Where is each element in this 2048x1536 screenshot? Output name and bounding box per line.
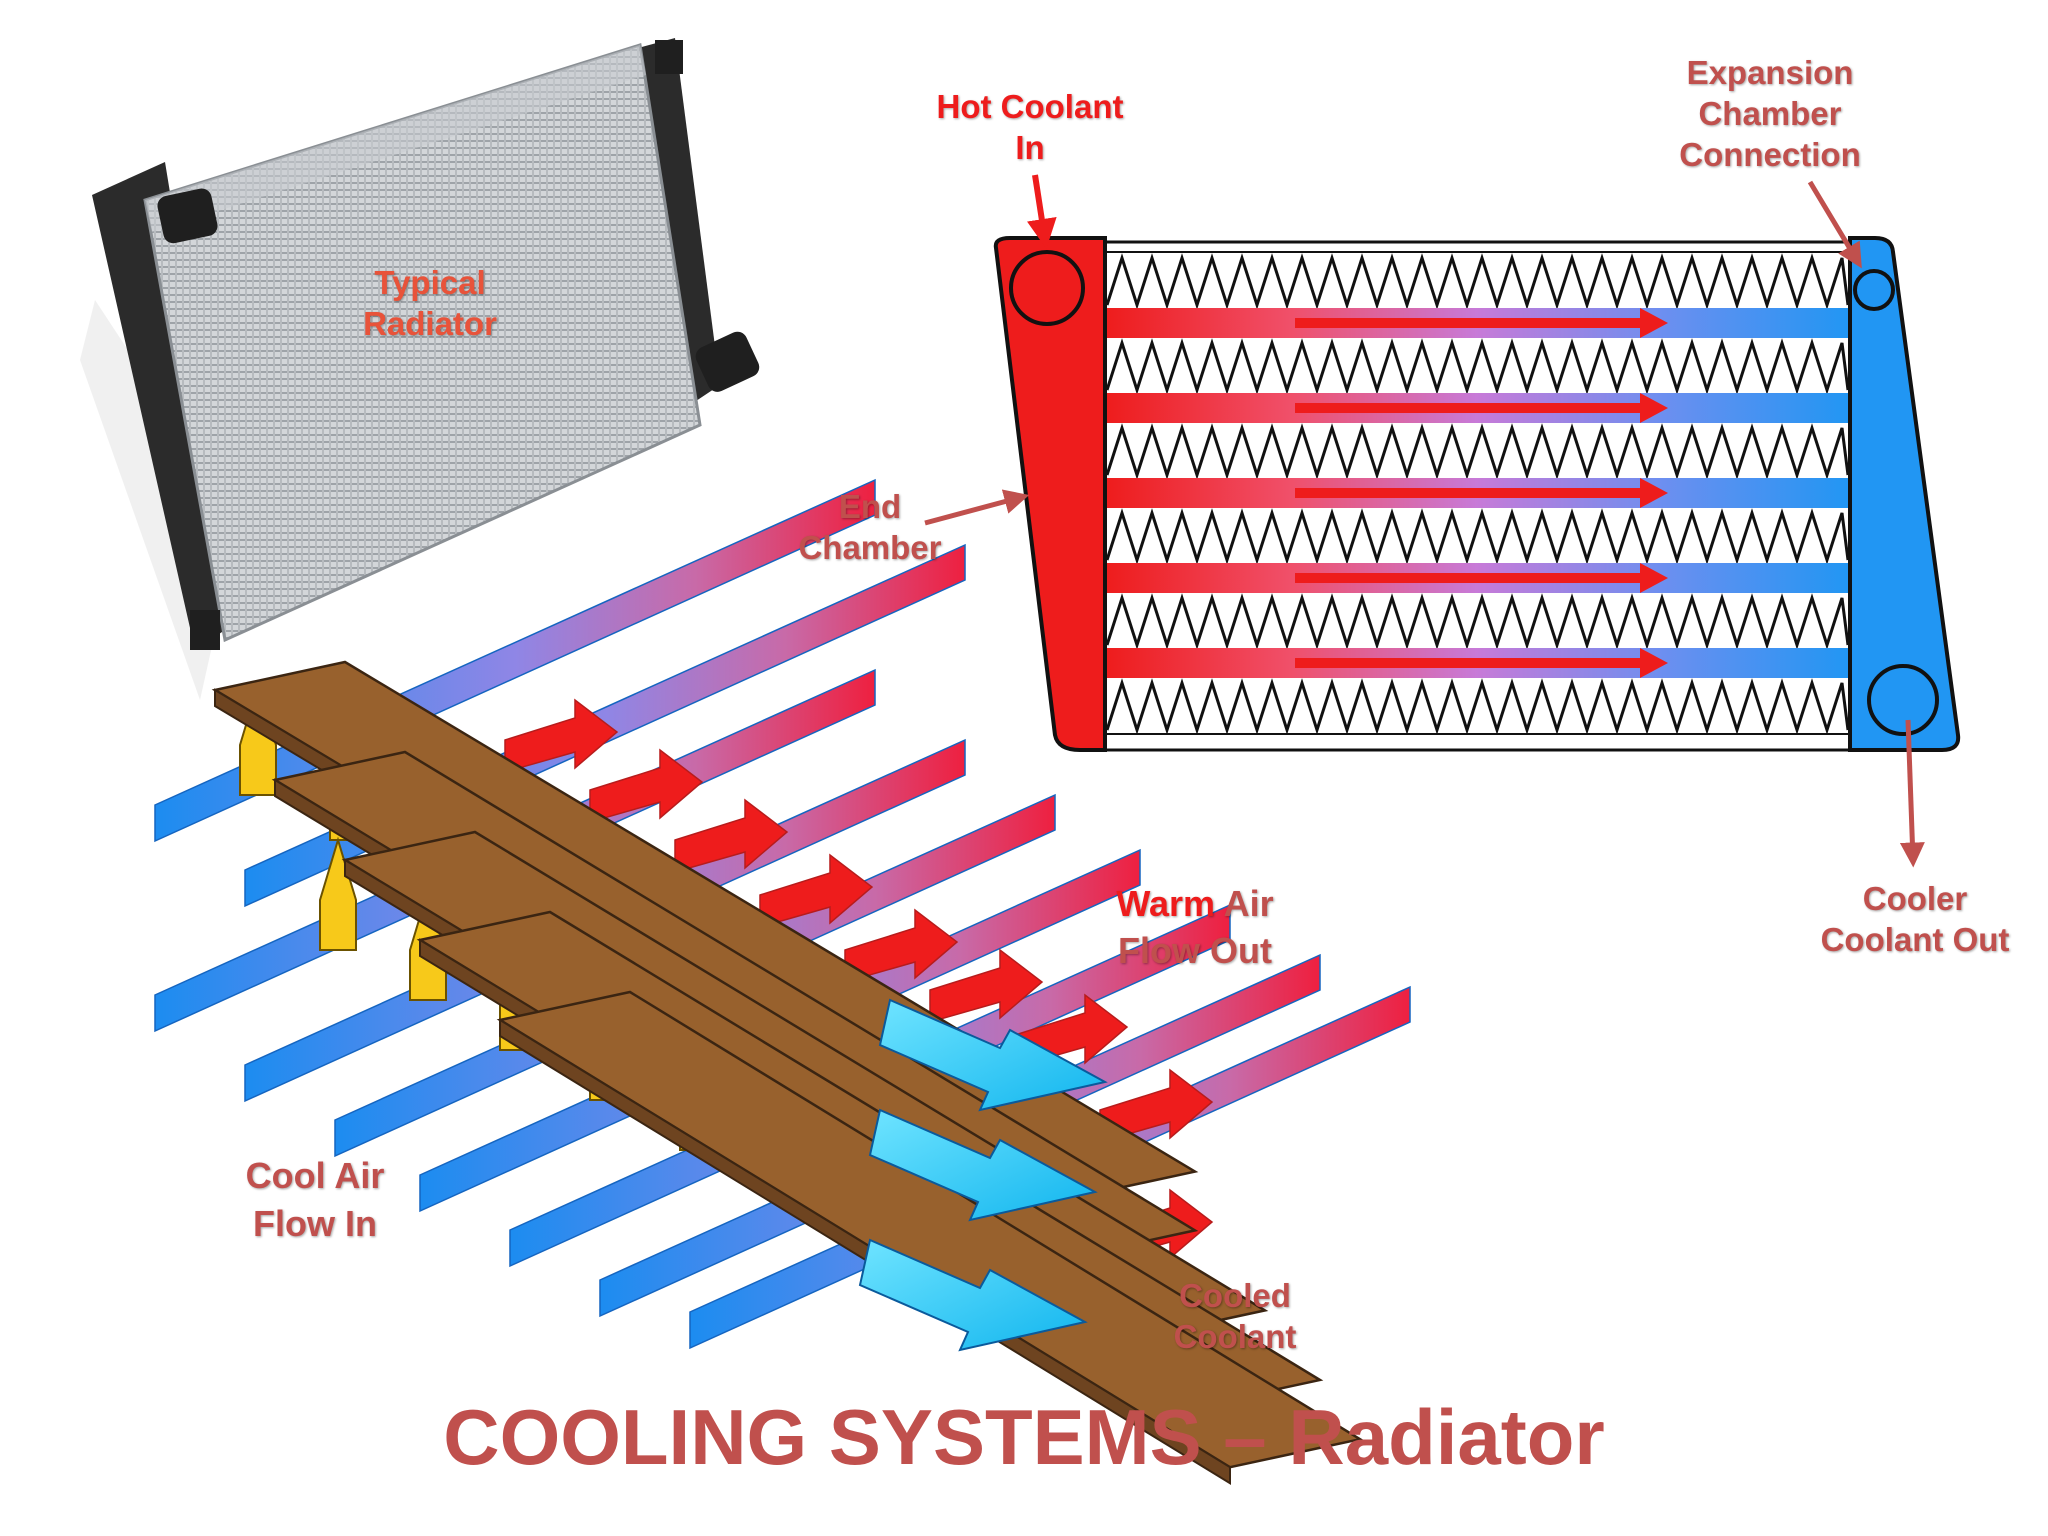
radiator-top-rail: [145, 45, 646, 232]
end-chamber-arrow: [924, 489, 1030, 526]
page-title: COOLING SYSTEMS – Radiator: [443, 1393, 1605, 1481]
warm-word: Warm: [1116, 883, 1215, 924]
flow-arrow-3: [1295, 478, 1668, 508]
fin-row-2: [1105, 338, 1850, 395]
typical-radiator-label: Typical Radiator: [330, 262, 530, 344]
outlet-port: [1867, 664, 1939, 736]
typical-radiator-line-2: Radiator: [363, 305, 497, 342]
hot-coolant-in-arrow: [1026, 174, 1057, 249]
flow-arrow-1: [1295, 308, 1668, 338]
end-chamber-hot: [993, 236, 1107, 752]
flow-arrow-2: [1295, 393, 1668, 423]
hot-coolant-in-line-2: In: [1015, 129, 1045, 166]
expansion-chamber-line-2: Chamber: [1698, 95, 1842, 132]
radiator-flow-diagram: [993, 236, 1961, 752]
expansion-port: [1853, 269, 1895, 311]
fin-9: [319, 836, 357, 951]
cool-air-flow-in-line-1: Cool Air: [245, 1155, 385, 1196]
typical-radiator-line-1: Typical: [374, 264, 486, 301]
expansion-chamber-label: Expansion Chamber Connection: [1650, 52, 1890, 175]
fin-row-3: [1105, 423, 1850, 480]
radiator-inlet: [157, 188, 218, 244]
cooled-coolant-arrow-1: [878, 998, 1108, 1112]
fin-row-4: [1105, 508, 1850, 565]
expansion-chamber-line-1: Expansion: [1686, 54, 1854, 91]
end-chamber-line-1: End: [838, 488, 902, 525]
radiator-right-tank: [638, 38, 720, 405]
cooler-coolant-out-line-2: Coolant Out: [1820, 921, 2010, 958]
cooler-coolant-out-label: Cooler Coolant Out: [1800, 878, 2030, 960]
air-word: Air: [1215, 883, 1274, 924]
fin-row-1: [1105, 253, 1850, 310]
cooler-coolant-out-line-1: Cooler: [1862, 880, 1968, 917]
fin-row-5: [1105, 593, 1850, 650]
warm-air-flow-out-label: Warm Air Flow Out: [1090, 880, 1300, 974]
cooled-coolant-line-1: Cooled: [1179, 1277, 1291, 1314]
cooled-coolant-line-2: Coolant: [1173, 1318, 1297, 1355]
radiator-photo: [80, 38, 760, 700]
cool-air-flow-in-label: Cool Air Flow In: [215, 1152, 415, 1248]
hot-coolant-in-line-1: Hot Coolant: [936, 88, 1124, 125]
warm-air-flow-out-line-2: Flow Out: [1118, 930, 1272, 971]
tube-fin-cutaway: [154, 478, 1411, 1485]
end-chamber-cold: [1848, 236, 1961, 752]
cooled-coolant-arrow-3: [858, 1238, 1088, 1352]
radiator-bracket-bottom: [190, 610, 220, 650]
end-chamber-line-2: Chamber: [798, 529, 942, 566]
cool-air-flow-in-line-2: Flow In: [253, 1203, 377, 1244]
expansion-chamber-line-3: Connection: [1679, 136, 1861, 173]
warm-air-flow-out-line-1: Warm Air: [1090, 880, 1300, 927]
radiator-outlet: [695, 331, 760, 392]
expansion-chamber-arrow: [1807, 180, 1862, 269]
radiator-bracket-top: [655, 40, 683, 74]
cooled-coolant-label: Cooled Coolant: [1150, 1275, 1320, 1357]
flow-arrow-4: [1295, 563, 1668, 593]
cooled-coolant-arrow-2: [868, 1108, 1098, 1222]
cooler-coolant-out-arrow: [1899, 719, 1925, 868]
flow-arrow-5: [1295, 648, 1668, 678]
hot-inlet-port: [1009, 250, 1085, 326]
end-chamber-label: End Chamber: [770, 486, 970, 568]
tube-band: [1103, 240, 1852, 752]
hot-coolant-in-label: Hot Coolant In: [920, 86, 1140, 168]
fin-row-6: [1105, 678, 1850, 735]
radiator-left-tank: [92, 162, 240, 650]
